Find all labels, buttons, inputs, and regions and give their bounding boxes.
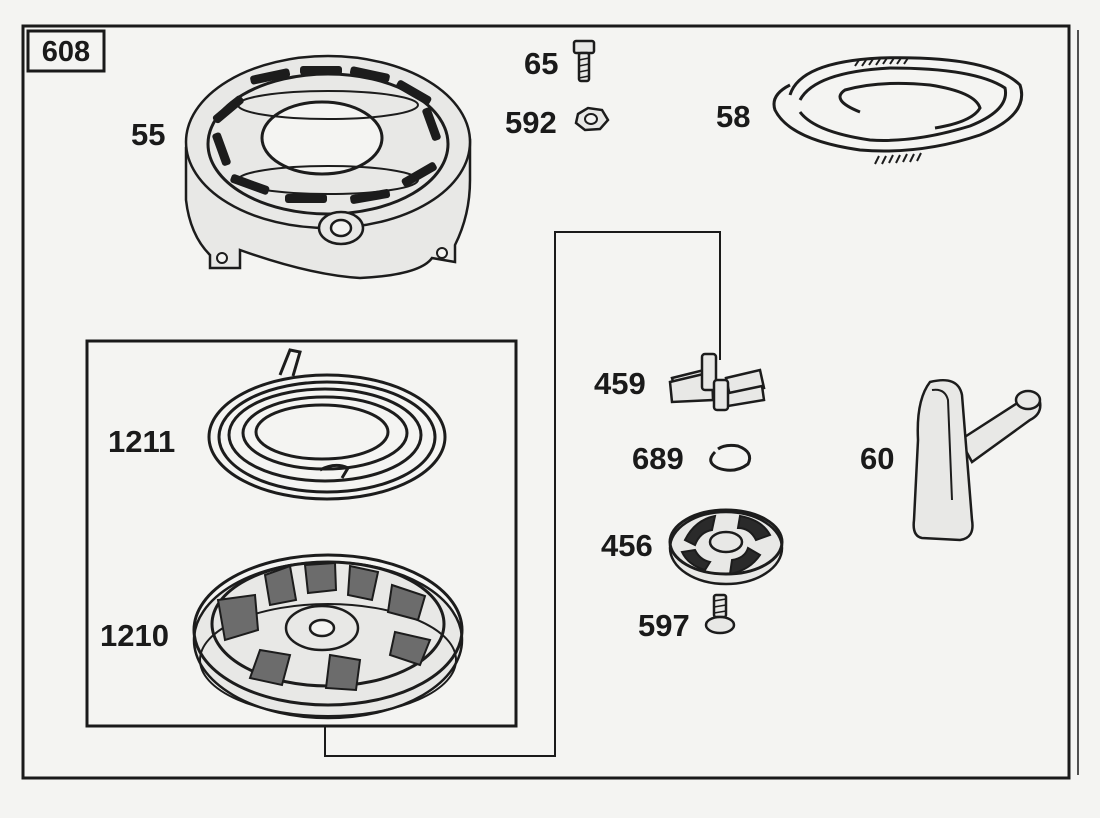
assembly-code-box (26, 29, 106, 73)
label-459: 459 (594, 366, 646, 401)
label-1210: 1210 (100, 618, 169, 653)
label-55: 55 (131, 117, 165, 152)
ratchet-icon (668, 508, 784, 586)
starter-dog-icon (668, 352, 766, 412)
label-60: 60 (860, 441, 894, 476)
label-58: 58 (716, 99, 750, 134)
starter-housing-icon (184, 54, 472, 280)
outer-frame (21, 24, 1071, 780)
screw-icon (704, 593, 736, 635)
bolt-icon (572, 39, 596, 83)
starter-rope-icon (772, 56, 1023, 165)
label-592: 592 (505, 105, 557, 140)
connector-line (324, 231, 721, 757)
label-65: 65 (524, 46, 558, 81)
nut-icon (574, 106, 610, 132)
label-1211: 1211 (108, 424, 175, 459)
assembly-code: 608 (42, 36, 90, 68)
label-597: 597 (638, 608, 690, 643)
recoil-spring-icon (207, 348, 447, 501)
label-456: 456 (601, 528, 653, 563)
label-689: 689 (632, 441, 684, 476)
pulley-icon (192, 553, 464, 720)
retainer-ring-icon (709, 443, 752, 472)
subassembly-box (85, 339, 518, 728)
starter-handle-icon (912, 378, 1042, 542)
